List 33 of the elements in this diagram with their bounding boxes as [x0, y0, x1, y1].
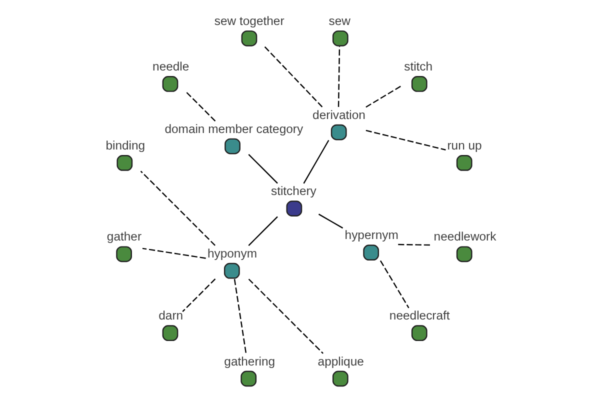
connector [264, 46, 323, 108]
node-label: derivation [312, 108, 366, 122]
connector [140, 170, 216, 246]
node-label: darn [158, 308, 184, 323]
node-label: hypernym [344, 228, 398, 242]
connector [248, 216, 278, 246]
connector [380, 260, 410, 308]
connector [366, 130, 446, 150]
node-label: needlework [434, 230, 496, 244]
node-label: stitch [404, 60, 433, 74]
connector [186, 92, 216, 122]
node-label: stitchery [270, 184, 316, 198]
connector [248, 278, 324, 354]
node-label: sew together [214, 14, 284, 28]
connector [303, 140, 330, 184]
node-label: applique [318, 354, 364, 368]
node-label: domain member category [164, 122, 304, 136]
node-label: hyponym [207, 246, 258, 260]
connector [366, 84, 402, 108]
connector [318, 214, 344, 229]
connector [338, 46, 340, 107]
node-label: gather [106, 230, 142, 244]
node-label: run up [447, 138, 482, 153]
node-label: needle [152, 60, 190, 74]
connector [182, 278, 216, 312]
node-label: gathering [224, 354, 276, 368]
connector [142, 248, 206, 259]
connector [398, 244, 432, 246]
node-label: needlecraft [389, 308, 450, 323]
connector [234, 279, 247, 354]
node-label: sew [328, 14, 350, 28]
node-label: binding [106, 138, 146, 153]
connector [248, 154, 278, 184]
